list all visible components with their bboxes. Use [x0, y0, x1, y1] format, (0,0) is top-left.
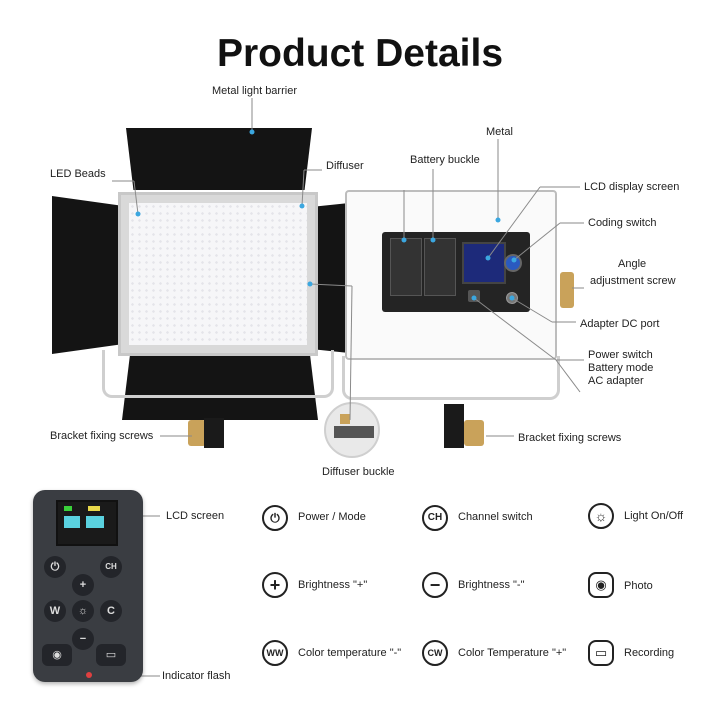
label-adapter-dc-port: Adapter DC port: [580, 318, 660, 330]
remote-plus-button[interactable]: +: [72, 574, 94, 596]
label-metal: Metal: [486, 126, 513, 138]
back-bracket: [342, 356, 560, 400]
label-coding-switch: Coding switch: [588, 217, 657, 229]
minus-icon: −: [422, 572, 448, 598]
label-lcd-screen: LCD screen: [166, 510, 225, 522]
remote-power-button[interactable]: ⏻: [44, 556, 66, 578]
cw-icon: CW: [422, 640, 448, 666]
label-power-switch-1: Power switch: [588, 349, 653, 361]
channel-icon: CH: [422, 505, 448, 531]
remote-cw-button[interactable]: C: [100, 600, 122, 622]
front-bracket-mount: [204, 418, 224, 448]
front-bracket-screw-icon[interactable]: [188, 420, 206, 446]
bulb-icon: ☼: [588, 503, 614, 529]
label-angle-line1: Angle: [618, 258, 647, 270]
coding-switch-icon[interactable]: [504, 254, 522, 272]
label-bracket-fixing-left: Bracket fixing screws: [50, 430, 154, 442]
legend-label-recording: Recording: [624, 647, 675, 659]
remote-minus-button[interactable]: −: [72, 628, 94, 650]
legend-label-photo: Photo: [624, 580, 653, 592]
label-metal-light-barrier: Metal light barrier: [212, 85, 297, 97]
label-diffuser-buckle: Diffuser buckle: [322, 466, 395, 478]
legend-label-brightness-minus: Brightness "-": [458, 579, 525, 591]
label-power-switch-2: Battery mode: [588, 362, 654, 374]
battery-slot-2: [424, 238, 456, 296]
remote-light-button[interactable]: ☼: [72, 600, 94, 622]
label-angle-line2: adjustment screw: [590, 275, 676, 287]
back-bracket-screw-icon[interactable]: [464, 420, 484, 446]
legend-label-power: Power / Mode: [298, 511, 366, 523]
remote-record-button[interactable]: ▭: [96, 644, 126, 666]
ww-icon: WW: [262, 640, 288, 666]
legend-label-light: Light On/Off: [624, 510, 684, 522]
page-title: Product Details: [216, 32, 504, 75]
record-icon: ▭: [588, 640, 614, 666]
label-led-beads: LED Beads: [50, 168, 106, 180]
power-icon: ⏻: [262, 505, 288, 531]
label-lcd-display-screen: LCD display screen: [584, 181, 680, 193]
lcd-display-screen: [462, 242, 506, 284]
back-bracket-mount: [444, 404, 464, 448]
label-battery-buckle: Battery buckle: [410, 154, 480, 166]
legend-label-color-temp-plus: Color Temperature "+": [458, 647, 567, 659]
angle-adjustment-screw-icon[interactable]: [560, 272, 574, 308]
top-barndoor: [126, 128, 312, 190]
remote-ch-button[interactable]: CH: [100, 556, 122, 578]
left-barndoor: [52, 196, 120, 354]
battery-slot-1: [390, 238, 422, 296]
remote-lcd-screen: [56, 500, 118, 546]
remote-ww-button[interactable]: W: [44, 600, 66, 622]
legend-label-channel: Channel switch: [458, 511, 533, 523]
front-bracket: [102, 350, 334, 398]
plus-icon: +: [262, 572, 288, 598]
legend-label-color-temp-minus: Color temperature "-": [298, 647, 402, 659]
led-panel: [118, 192, 318, 356]
legend-label-brightness-plus: Brightness "+": [298, 579, 368, 591]
bottom-barndoor: [122, 356, 318, 420]
diffuser-buckle-closeup: [324, 402, 380, 458]
indicator-light: [86, 672, 92, 678]
label-power-switch-3: AC adapter: [588, 375, 644, 387]
remote-photo-button[interactable]: ◉: [42, 644, 72, 666]
label-diffuser: Diffuser: [326, 160, 364, 172]
label-indicator-flash: Indicator flash: [162, 670, 231, 682]
camera-icon: ◉: [588, 572, 614, 598]
label-bracket-fixing-right: Bracket fixing screws: [518, 432, 622, 444]
